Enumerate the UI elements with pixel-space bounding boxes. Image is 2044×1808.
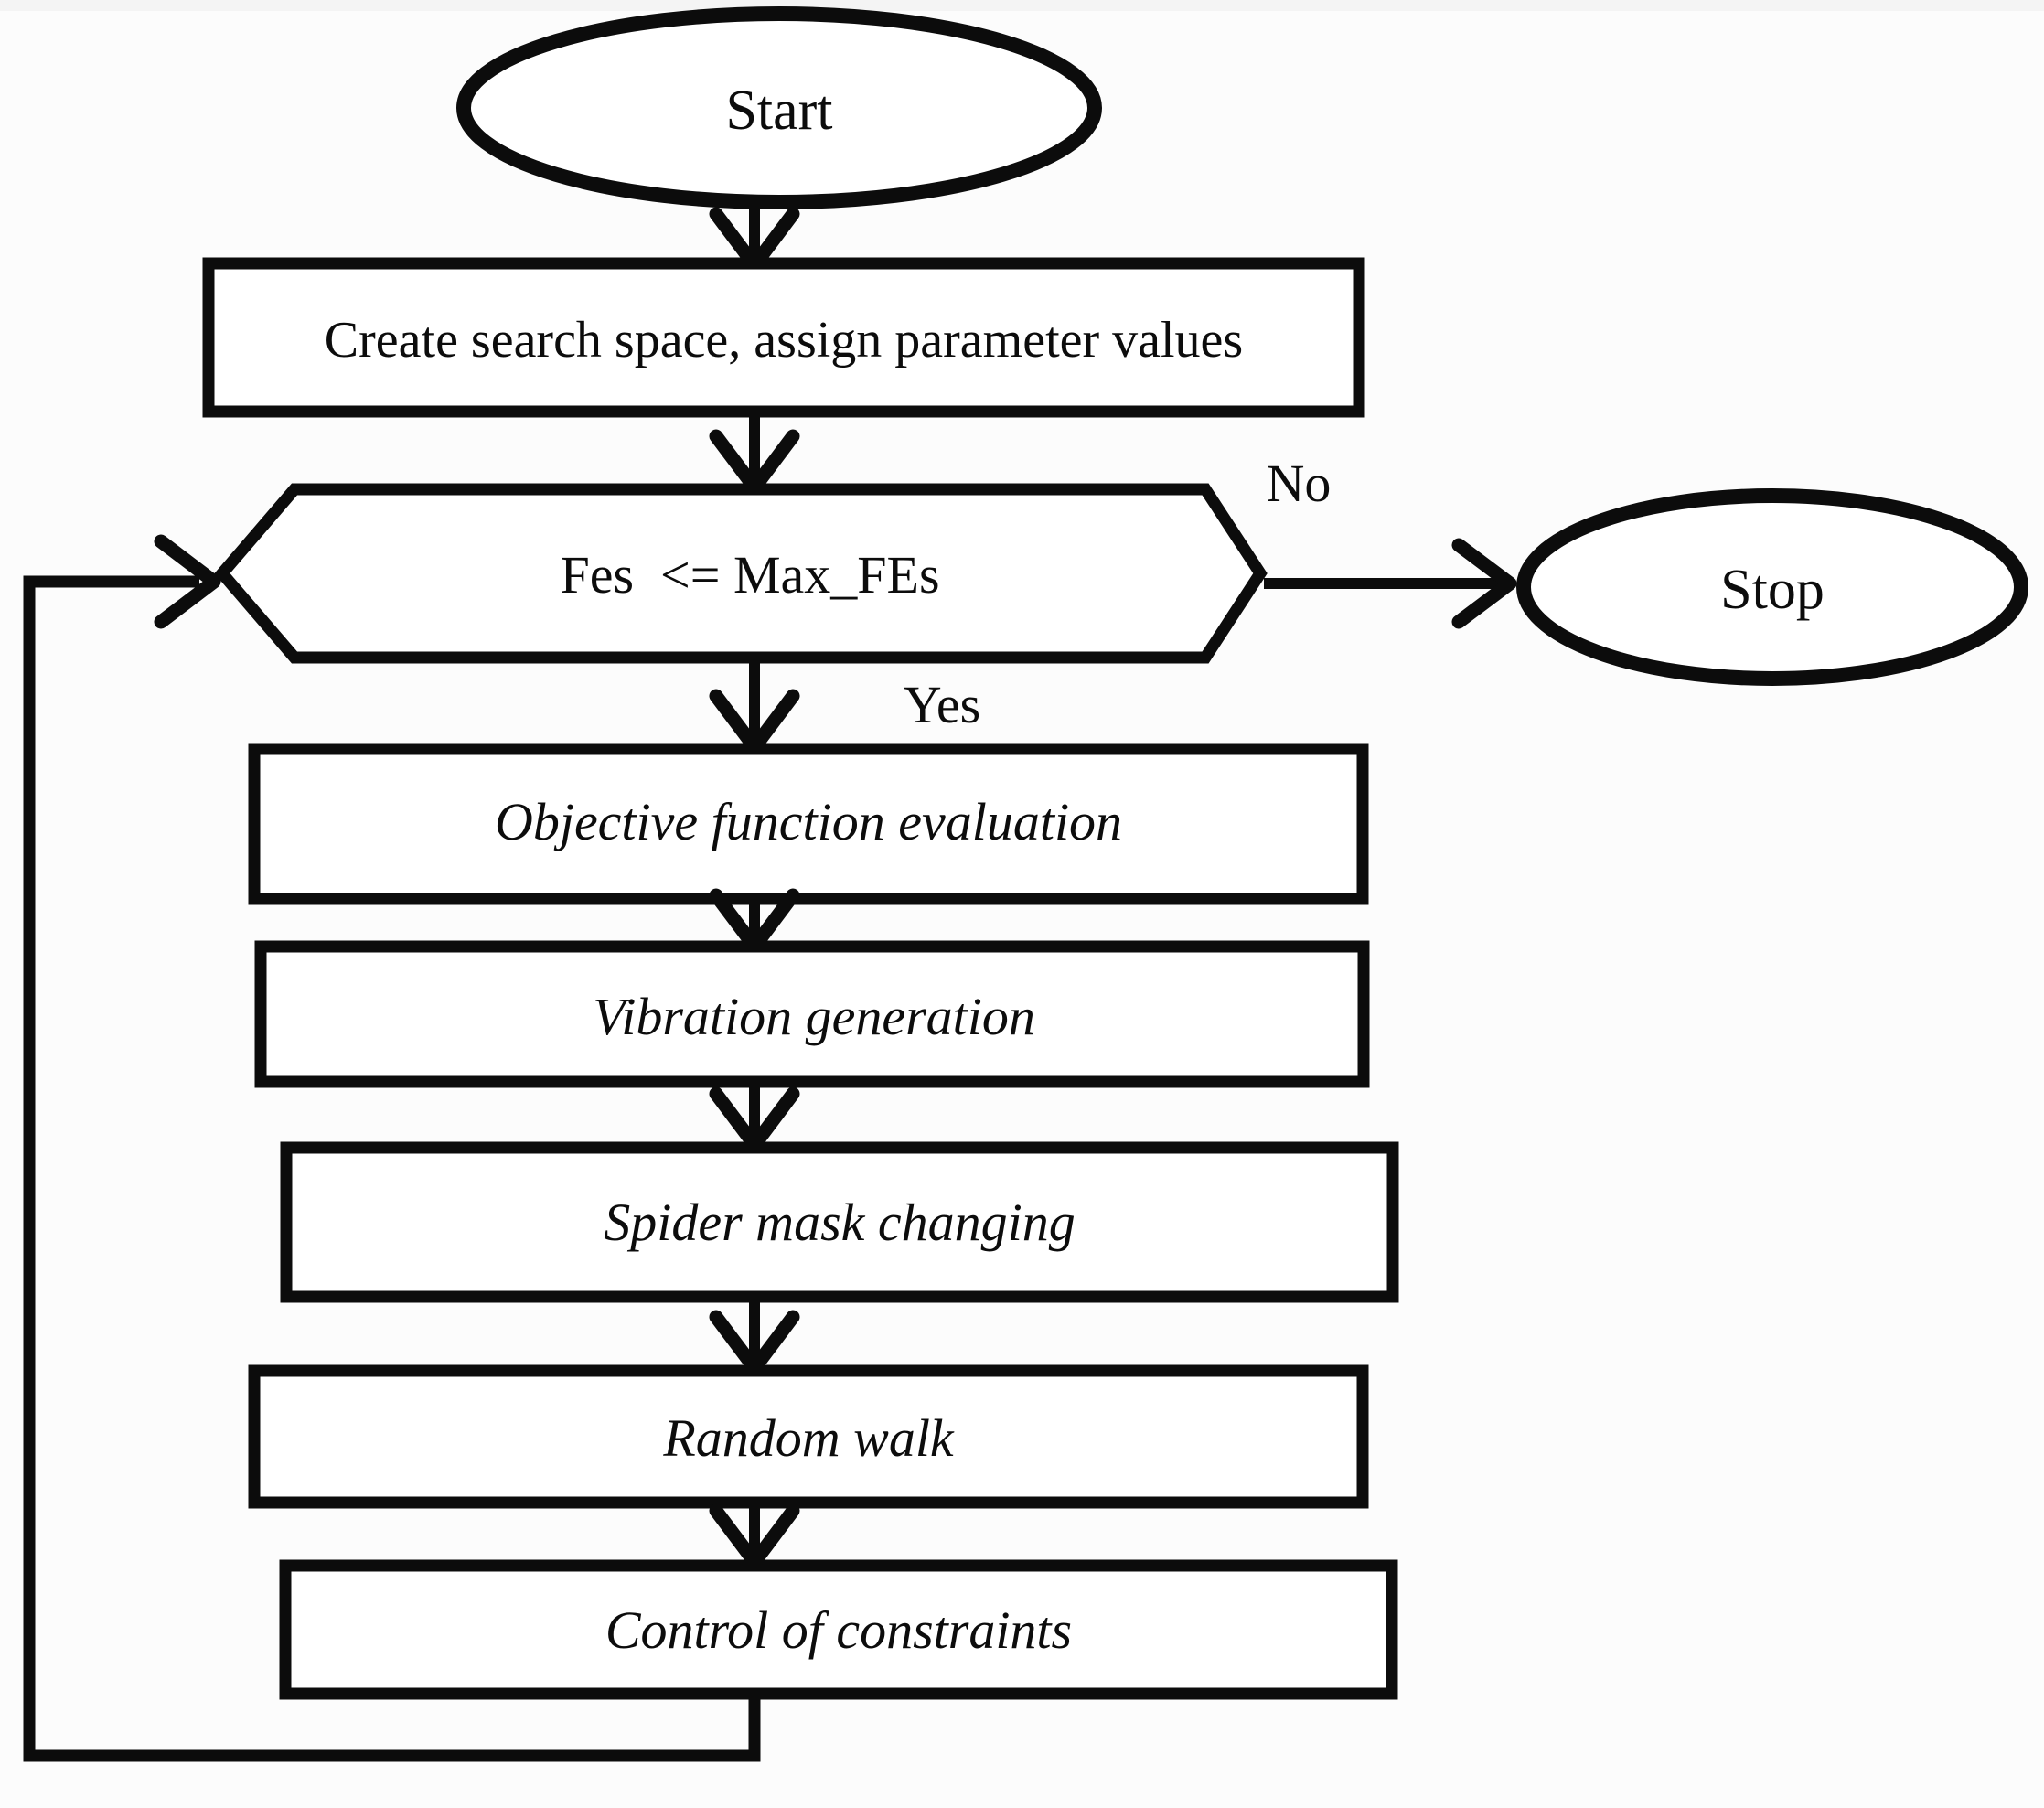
- loop-connector: [23, 575, 761, 1762]
- start-ellipse: [456, 6, 1102, 209]
- objective-label: Objective function evaluation: [495, 792, 1122, 851]
- node-random: Random walk: [248, 1364, 1369, 1509]
- vibration-box: [254, 940, 1370, 1088]
- node-objective: Objective function evaluation: [248, 743, 1369, 905]
- arrow-decision-to-stop: [1264, 538, 1517, 629]
- arrow-spider-to-random: [709, 1297, 800, 1375]
- loop-control-to-decision: [23, 534, 761, 1762]
- arrow-start-to-create: [709, 203, 800, 273]
- arrow-head-icon: [1451, 538, 1517, 629]
- random-label: Random walk: [662, 1408, 955, 1468]
- node-create: Create search space, assign parameter va…: [202, 257, 1365, 418]
- vibration-label: Vibration generation: [593, 987, 1035, 1046]
- arrow-objective-to-vibration: [709, 888, 800, 954]
- node-start: Start: [456, 6, 1102, 209]
- objective-box: [248, 743, 1369, 905]
- spider-label: Spider mask changing: [604, 1193, 1076, 1252]
- node-control: Control of constraints: [279, 1559, 1398, 1700]
- decision-label: Fes <= Max_FEs: [560, 545, 939, 604]
- arrow-create-to-decision: [709, 412, 800, 495]
- arrow-decision-to-objective: [709, 658, 800, 754]
- control-label: Control of constraints: [605, 1600, 1072, 1660]
- random-box: [248, 1364, 1369, 1509]
- node-decision: Fes <= Max_FEs: [214, 483, 1268, 664]
- create-box: [202, 257, 1365, 418]
- control-box: [279, 1559, 1398, 1700]
- node-vibration: Vibration generation: [254, 940, 1370, 1088]
- decision-hexagon: [214, 483, 1268, 664]
- spider-box: [280, 1141, 1399, 1303]
- arrow-vibration-to-spider: [709, 1082, 800, 1152]
- node-stop: Stop: [1516, 488, 2028, 686]
- edge-label-yes: Yes: [904, 675, 980, 734]
- arrow-random-to-control: [709, 1503, 800, 1569]
- scan-edge-artifact: [0, 0, 2044, 11]
- stop-label: Stop: [1720, 559, 1825, 621]
- create-label: Create search space, assign parameter va…: [325, 312, 1243, 369]
- arrow-head-icon: [154, 534, 221, 629]
- stop-ellipse: [1516, 488, 2028, 686]
- start-label: Start: [725, 80, 832, 142]
- edge-label-no: No: [1267, 454, 1332, 513]
- node-spider: Spider mask changing: [280, 1141, 1399, 1303]
